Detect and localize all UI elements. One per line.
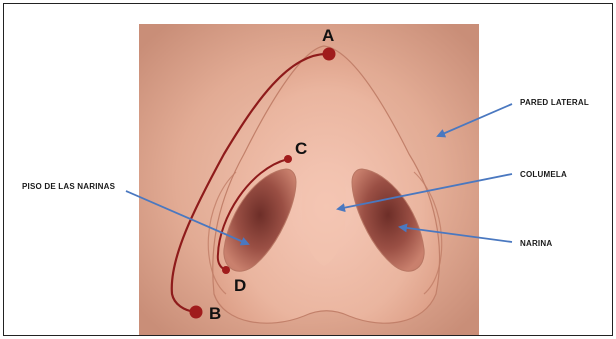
point-b-marker: [190, 306, 203, 319]
point-b-label: B: [209, 304, 221, 323]
label-columela: COLUMELA: [520, 170, 567, 179]
figure-frame: A B C D PARED LATERAL COLUMELA PISO DE L…: [3, 3, 613, 336]
nose-illustration: A B C D PARED LATERAL COLUMELA PISO DE L…: [4, 4, 613, 336]
point-c-label: C: [295, 139, 307, 158]
label-narina: NARINA: [520, 239, 552, 248]
point-d-marker: [222, 266, 230, 274]
point-a-marker: [323, 48, 336, 61]
point-c-marker: [284, 155, 292, 163]
label-pared-lateral: PARED LATERAL: [520, 98, 589, 107]
label-piso-narinas: PISO DE LAS NARINAS: [22, 182, 116, 191]
point-a-label: A: [322, 26, 334, 45]
point-d-label: D: [234, 276, 246, 295]
